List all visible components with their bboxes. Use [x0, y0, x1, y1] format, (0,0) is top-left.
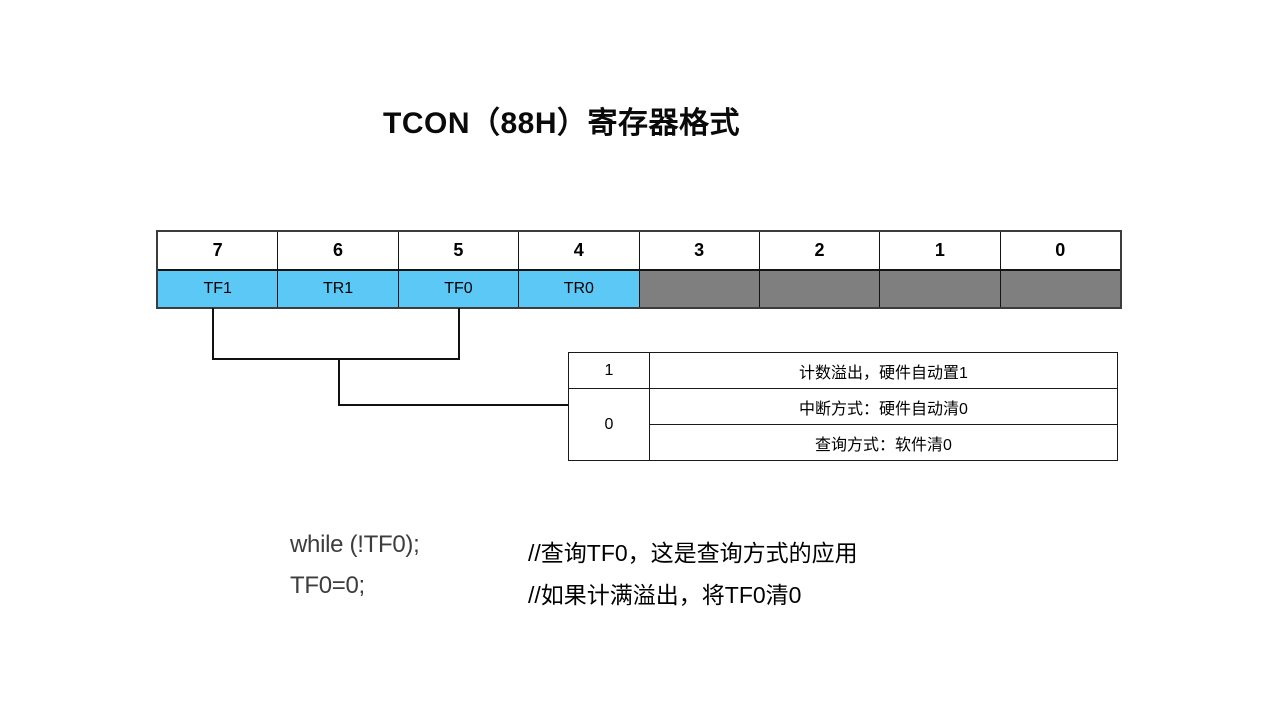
connector-tf0-vertical	[458, 308, 460, 360]
value-row-1: 1 计数溢出，硬件自动置1	[568, 352, 1118, 389]
value-table: 1 计数溢出，硬件自动置1 0 中断方式：硬件自动清0 查询方式：软件清0	[568, 352, 1118, 461]
bit-name-tr0: TR0	[519, 270, 640, 307]
page-title: TCON（88H）寄存器格式	[383, 107, 741, 140]
connector-horizontal-upper	[212, 358, 460, 360]
comment-line-1: //查询TF0，这是查询方式的应用	[528, 540, 858, 566]
code-line-1: while (!TF0);	[290, 531, 420, 558]
bit-name-tf0: TF0	[398, 270, 520, 307]
bit-number-4: 4	[519, 232, 640, 269]
code-line-2: TF0=0;	[290, 572, 365, 599]
bit-number-5: 5	[399, 232, 520, 269]
connector-horizontal-lower	[338, 404, 568, 406]
connector-middle-vertical	[338, 358, 340, 406]
bit-cell-unused-2	[759, 270, 881, 307]
bit-number-3: 3	[640, 232, 760, 269]
comment-line-2: //如果计满溢出，将TF0清0	[528, 582, 802, 608]
value-1-cell: 1	[568, 352, 650, 389]
connector-tf1-vertical	[212, 308, 214, 360]
bit-cell-unused-3	[639, 270, 760, 307]
bit-number-2: 2	[760, 232, 881, 269]
value-0-desc-polling: 查询方式：软件清0	[649, 424, 1118, 461]
bit-name-tf1: TF1	[158, 270, 279, 307]
register-bit-name-row: TF1 TR1 TF0 TR0	[158, 270, 1120, 307]
bit-number-1: 1	[880, 232, 1001, 269]
value-row-3: 查询方式：软件清0	[569, 424, 1118, 461]
bit-name-tr1: TR1	[278, 270, 399, 307]
bit-number-0: 0	[1055, 239, 1066, 260]
value-0-cell: 0	[568, 388, 650, 461]
bit-number-7: 7	[158, 232, 279, 269]
value-row-2: 0 中断方式：硬件自动清0	[568, 388, 1118, 461]
value-0-desc-interrupt: 中断方式：硬件自动清0	[649, 388, 1118, 425]
bit-cell-unused-0	[1000, 270, 1120, 307]
register-table: 7 6 5 4 3 2 1 0 TF1 TR1 TF0 TR0	[156, 230, 1122, 309]
bit-cell-unused-1	[880, 270, 1001, 307]
bit-number-6: 6	[278, 232, 399, 269]
register-bit-number-row: 7 6 5 4 3 2 1 0	[158, 232, 1120, 271]
value-1-desc: 计数溢出，硬件自动置1	[649, 352, 1118, 389]
